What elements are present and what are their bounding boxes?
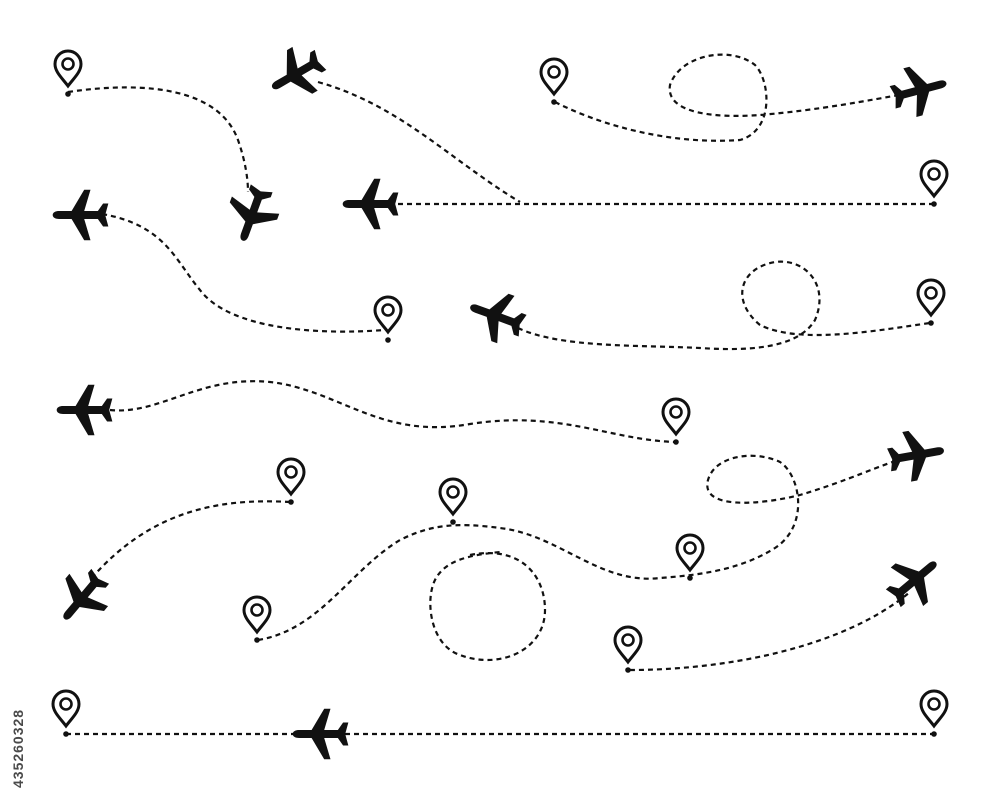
map-pin-icon — [242, 595, 272, 645]
airplane-icon — [52, 189, 109, 241]
airplane-icon — [218, 179, 286, 250]
route-10 — [429, 550, 547, 662]
map-pin-icon — [276, 457, 306, 507]
map-pin-icon — [919, 159, 949, 209]
airplane-icon — [45, 560, 120, 636]
map-pin-icon — [919, 689, 949, 739]
route-9 — [257, 454, 906, 642]
map-pin-icon — [539, 57, 569, 107]
map-pin-icon — [438, 477, 468, 527]
airplane-icon — [259, 38, 334, 110]
route-11 — [629, 591, 911, 672]
airplane-icon — [886, 58, 953, 122]
airplane-icon — [292, 708, 349, 760]
route-6 — [517, 260, 931, 351]
map-pin-icon — [661, 397, 691, 447]
route-1 — [67, 86, 250, 193]
airplane-icon — [877, 543, 953, 618]
route-2 — [317, 80, 521, 203]
map-pin-icon — [916, 278, 946, 328]
route-5 — [101, 212, 385, 333]
map-pin-icon — [613, 625, 643, 675]
airplane-icon — [342, 178, 399, 230]
airplane-icon — [56, 384, 113, 436]
stock-id-label: 435260328 — [10, 708, 26, 788]
route-4 — [554, 53, 906, 142]
map-pin-icon — [373, 295, 403, 345]
route-7 — [109, 380, 676, 444]
map-pin-icon — [51, 689, 81, 739]
route-8 — [89, 500, 291, 581]
airplane-icon — [884, 425, 949, 485]
airplane-icon — [461, 282, 532, 350]
